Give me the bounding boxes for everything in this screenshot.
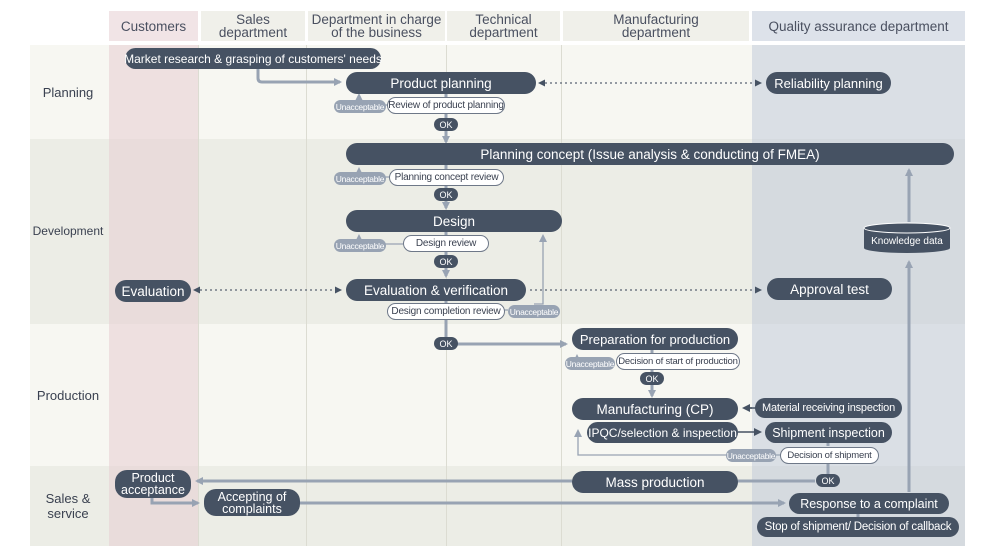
row-label-planning: Planning [42, 84, 94, 100]
node-preparation-production: Preparation for production [572, 328, 738, 350]
col-divider [561, 45, 562, 546]
node-reliability-planning: Reliability planning [766, 72, 891, 94]
node-market-research: Market research & grasping of customers'… [124, 48, 382, 69]
header-manufacturing: Manufacturing department [563, 11, 749, 41]
node-design: Design [346, 210, 562, 232]
badge-unacceptable: Unacceptable [334, 100, 386, 113]
node-planning-concept: Planning concept (Issue analysis & condu… [346, 143, 954, 165]
review-product-planning: Review of product planning [387, 97, 505, 114]
review-decision-shipment: Decision of shipment [780, 447, 879, 464]
node-evaluation: Evaluation [115, 280, 191, 302]
node-accepting-complaints: Accepting of complaints [204, 489, 300, 516]
node-response-complaint: Response to a complaint [789, 493, 949, 514]
header-customers: Customers [109, 11, 198, 41]
database-icon [863, 222, 951, 253]
header-qa: Quality assurance department [752, 11, 965, 41]
badge-unacceptable: Unacceptable [508, 305, 560, 318]
row-label-development: Development [32, 224, 104, 238]
row-label-sales-service: Sales & service [45, 491, 91, 521]
badge-unacceptable: Unacceptable [565, 357, 615, 370]
badge-ok: OK [434, 188, 458, 201]
node-material-receiving: Material receiving inspection [755, 398, 902, 418]
badge-ok: OK [816, 474, 840, 487]
review-design-completion: Design completion review [387, 303, 505, 320]
badge-ok: OK [434, 118, 458, 131]
badge-unacceptable: Unacceptable [334, 239, 386, 252]
col-divider [306, 45, 307, 546]
node-knowledge-data: Knowledge data [871, 235, 943, 247]
review-design: Design review [403, 235, 489, 252]
header-business: Department in charge of the business [308, 11, 445, 41]
node-shipment-inspection: Shipment inspection [765, 422, 892, 443]
row-label-production: Production [36, 387, 100, 403]
badge-ok: OK [640, 372, 664, 385]
review-decision-start-production: Decision of start of production [616, 353, 740, 370]
node-stop-shipment: Stop of shipment/ Decision of callback [757, 517, 959, 537]
node-evaluation-verification: Evaluation & verification [346, 279, 526, 301]
node-ipqc: IPQC/selection & inspection [587, 422, 738, 443]
node-approval-test: Approval test [767, 278, 892, 300]
node-product-planning: Product planning [346, 72, 536, 94]
header-technical: Technical department [447, 11, 560, 41]
badge-unacceptable: Unacceptable [334, 172, 386, 185]
badge-unacceptable: Unacceptable [726, 449, 776, 462]
badge-ok: OK [434, 337, 458, 350]
col-divider [198, 45, 199, 546]
node-manufacturing-cp: Manufacturing (CP) [572, 398, 738, 420]
header-sales: Sales department [201, 11, 305, 41]
node-product-acceptance: Product acceptance [115, 470, 191, 498]
badge-ok: OK [434, 255, 458, 268]
review-planning-concept: Planning concept review [389, 169, 504, 186]
node-mass-production: Mass production [572, 471, 738, 493]
